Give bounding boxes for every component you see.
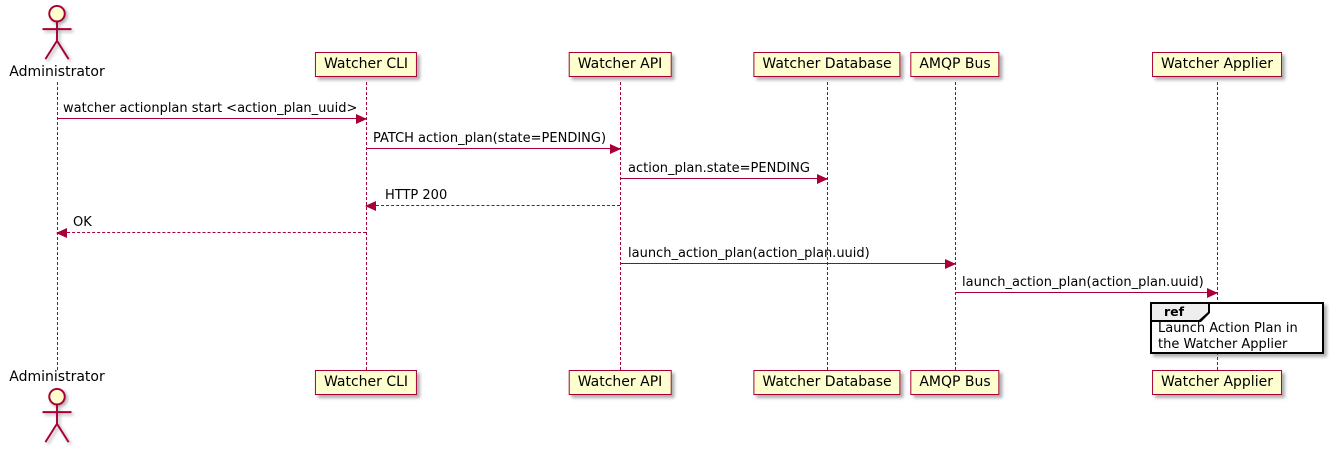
actor-name: Administrator [9, 64, 105, 80]
message-arrow [955, 288, 1218, 298]
message-label: action_plan.state=PENDING [628, 161, 810, 176]
participant-watcher-api: Watcher API [568, 52, 672, 77]
message-label: HTTP 200 [385, 188, 448, 203]
participant-watcher-api-bottom: Watcher API [568, 370, 672, 395]
actor-icon-bottom [42, 387, 72, 443]
lifeline-watcher-cli [366, 82, 367, 370]
actor-icon [42, 4, 72, 60]
lifeline-watcher-database [827, 82, 828, 370]
participant-watcher-cli-bottom: Watcher CLI [314, 370, 418, 395]
arrowhead-right-icon [1207, 288, 1218, 298]
participant-watcher-cli: Watcher CLI [314, 52, 418, 77]
arrowhead-left-icon [365, 201, 376, 211]
participant-amqp-bus: AMQP Bus [910, 52, 1000, 77]
arrowhead-right-icon [945, 259, 956, 269]
arrowhead-right-icon [817, 174, 828, 184]
message-arrow [366, 144, 621, 154]
message-label: OK [73, 215, 92, 230]
message-label: launch_action_plan(action_plan.uuid) [962, 275, 1204, 290]
lifeline-watcher-applier [1217, 82, 1218, 370]
ref-keyword: ref [1164, 304, 1185, 319]
message-label: PATCH action_plan(state=PENDING) [373, 131, 607, 146]
message-arrow [57, 114, 367, 124]
actor-name-bottom: Administrator [9, 369, 105, 385]
lifeline-administrator [57, 82, 58, 370]
arrowhead-right-icon [356, 114, 367, 124]
lifeline-watcher-api [620, 82, 621, 370]
message-arrow [365, 201, 620, 211]
participant-watcher-database: Watcher Database [753, 52, 901, 77]
arrowhead-left-icon [56, 228, 67, 238]
participant-watcher-database-bottom: Watcher Database [753, 370, 901, 395]
message-arrow [56, 228, 366, 238]
message-label: watcher actionplan start <action_plan_uu… [63, 101, 358, 116]
participant-watcher-applier-bottom: Watcher Applier [1152, 370, 1282, 395]
ref-fragment: ref Launch Action Plan in the Watcher Ap… [1150, 302, 1324, 354]
message-label: launch_action_plan(action_plan.uuid) [628, 246, 870, 261]
arrowhead-right-icon [610, 144, 621, 154]
lifeline-amqp-bus [955, 82, 956, 370]
participant-amqp-bus-bottom: AMQP Bus [910, 370, 1000, 395]
ref-label: Launch Action Plan in the Watcher Applie… [1158, 321, 1298, 352]
participant-watcher-applier: Watcher Applier [1152, 52, 1282, 77]
message-arrow [620, 174, 828, 184]
message-arrow [620, 259, 956, 269]
